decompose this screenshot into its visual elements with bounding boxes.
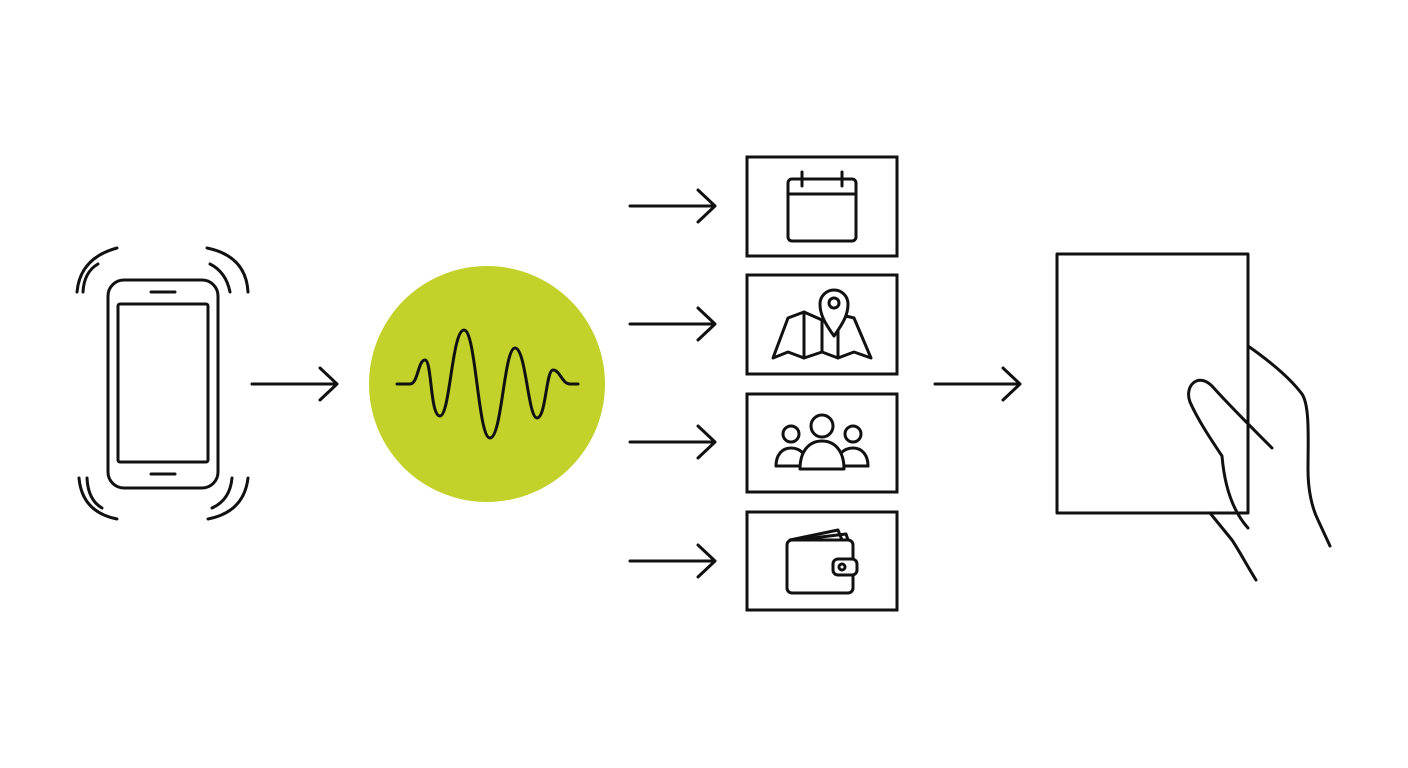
group-people-icon bbox=[774, 413, 870, 471]
sound-wave-icon bbox=[369, 266, 605, 502]
arrow-to-document bbox=[933, 366, 1022, 402]
arrow-to-map bbox=[628, 306, 717, 342]
hand bbox=[1246, 344, 1332, 548]
wallet-icon bbox=[785, 528, 859, 595]
map-box bbox=[745, 273, 899, 376]
arrow-to-people bbox=[628, 424, 717, 460]
arrow-to-wallet bbox=[628, 543, 717, 579]
calendar-box bbox=[745, 155, 899, 258]
map-pin-icon bbox=[771, 288, 873, 360]
calendar-icon bbox=[786, 170, 858, 243]
arrow-phone-to-audio bbox=[250, 366, 339, 402]
sound-wave-circle bbox=[369, 266, 605, 502]
people-box bbox=[745, 392, 899, 494]
arrow-to-calendar bbox=[628, 188, 717, 224]
vibrating-smartphone-icon bbox=[75, 246, 250, 521]
blank-document-in-hand-icon bbox=[1055, 252, 1332, 582]
blank-document bbox=[1055, 252, 1250, 515]
wallet-box bbox=[745, 510, 899, 612]
